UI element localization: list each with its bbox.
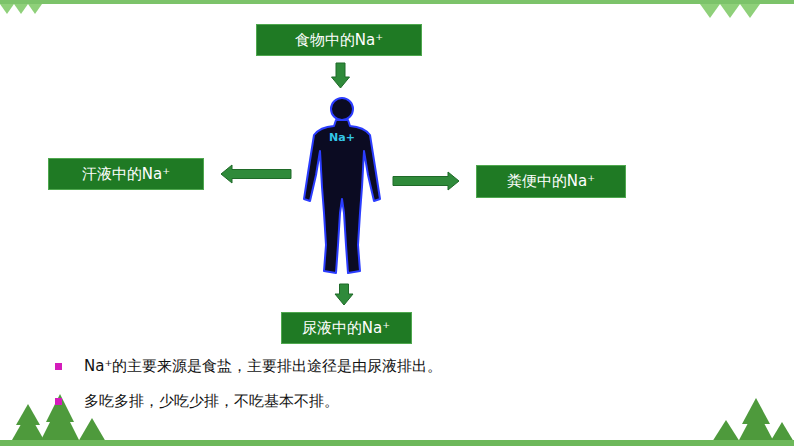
- sodium-box: 汗液中的Na⁺: [48, 158, 204, 190]
- flow-arrow: [221, 165, 291, 183]
- bullet-note: 多吃多排，少吃少排，不吃基本不排。: [84, 392, 339, 411]
- top-bar: [0, 0, 794, 4]
- bullet-square: [55, 363, 62, 370]
- bullet-square: [55, 398, 62, 405]
- box-label: 食物中的Na⁺: [295, 31, 383, 50]
- ion-label: Na+: [298, 131, 386, 144]
- box-label: 粪便中的Na⁺: [507, 172, 595, 191]
- body-silhouette: [298, 95, 386, 277]
- flow-arrow: [393, 172, 459, 190]
- sodium-box: 食物中的Na⁺: [256, 24, 422, 56]
- sodium-box: 粪便中的Na⁺: [476, 165, 626, 198]
- top-triangles: [0, 4, 760, 18]
- sodium-box: 尿液中的Na⁺: [281, 312, 412, 344]
- box-label: 尿液中的Na⁺: [302, 319, 390, 338]
- bottom-bar: [0, 440, 794, 446]
- flow-arrow: [335, 284, 353, 305]
- box-label: 汗液中的Na⁺: [82, 165, 170, 184]
- flow-arrow: [332, 63, 350, 88]
- human-body: Na+: [298, 95, 386, 277]
- bullet-note: Na⁺的主要来源是食盐，主要排出途径是由尿液排出。: [84, 357, 442, 376]
